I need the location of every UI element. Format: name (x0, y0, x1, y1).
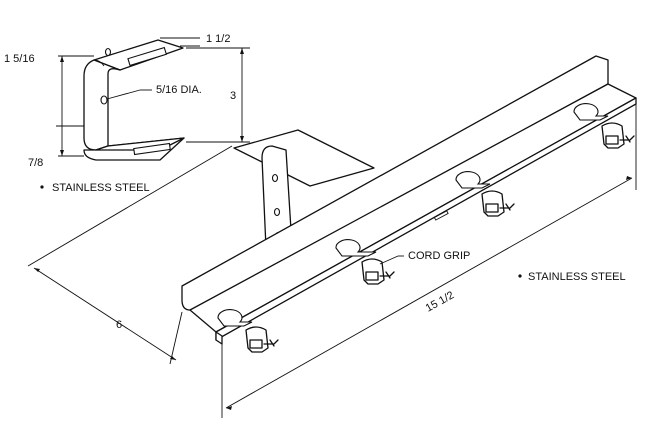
channel-base (189, 83, 637, 333)
mounting-plate (233, 129, 375, 187)
dim-3: 3 (230, 90, 236, 102)
keyhole-notch (335, 239, 377, 257)
channel-back-wall (181, 55, 609, 311)
bracket-material-note: STAINLESS STEEL (52, 182, 150, 194)
u-bracket-detail: 1 5/16 7/8 1 1/2 5/16 DIA. 3 STAINLESS S… (4, 33, 250, 194)
dim-1-5-16: 1 5/16 (4, 53, 35, 65)
cord-grip (601, 122, 635, 149)
dim-1-1-2: 1 1/2 (206, 33, 230, 45)
strip-assembly: CORD GRIP 6 15 1/2 STAINLESS STEEL (27, 55, 637, 418)
dim-width: 6 (116, 319, 122, 331)
mounting-hole (100, 95, 108, 105)
assembly-material-note: STAINLESS STEEL (528, 271, 626, 283)
keyhole-notch (455, 171, 491, 189)
top-slot (127, 46, 168, 67)
callout-cord-grip: CORD GRIP (408, 250, 470, 262)
bottom-slot (133, 142, 171, 156)
keyhole-notch (573, 103, 609, 121)
cord-grip (481, 190, 515, 217)
bracket-wall (83, 59, 121, 151)
keyhole-notch (217, 309, 253, 327)
cord-grip (361, 258, 395, 285)
dim-hole-diameter: 5/16 DIA. (156, 84, 202, 96)
cord-grip (245, 326, 279, 353)
dim-7-8: 7/8 (28, 157, 43, 169)
